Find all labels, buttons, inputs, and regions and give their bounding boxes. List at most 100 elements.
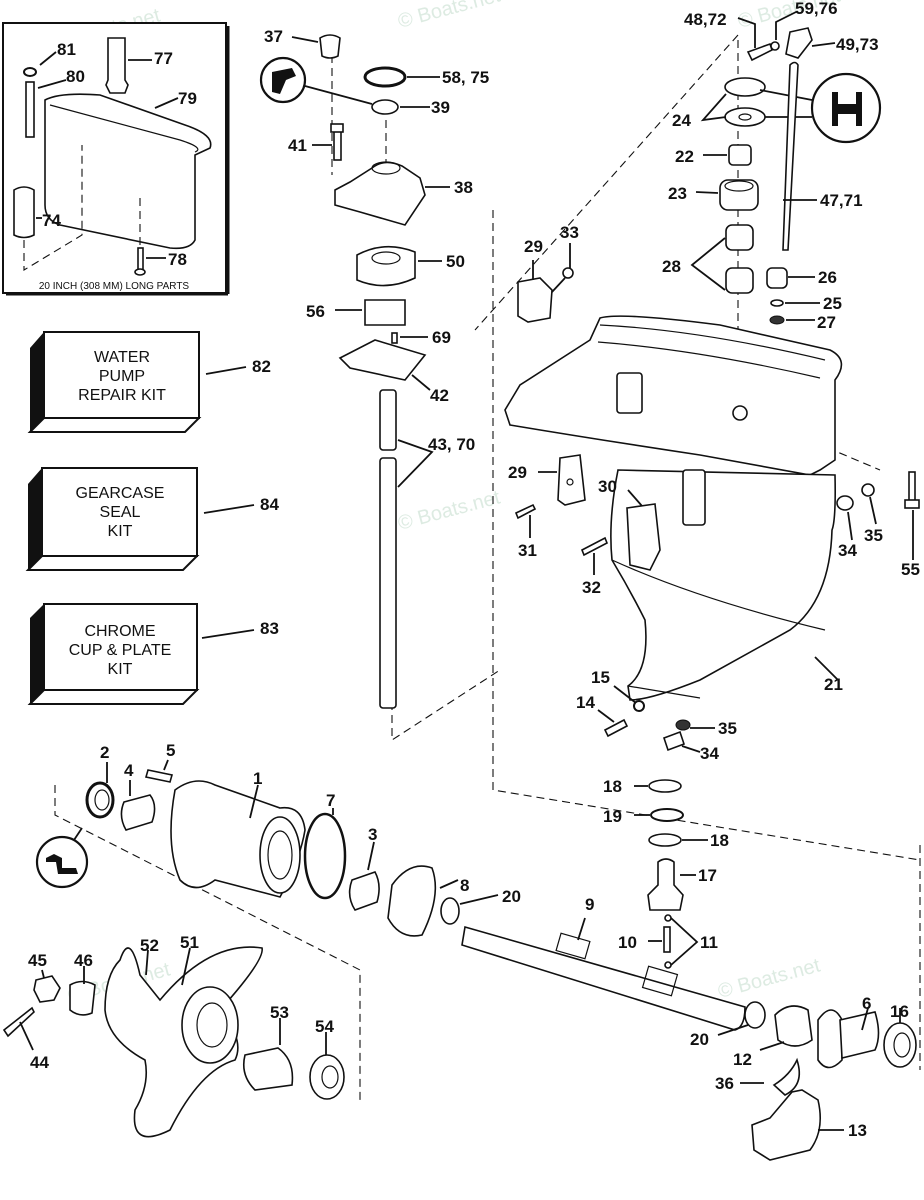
thrust-bearing-part-19 bbox=[650, 808, 684, 822]
trim-tab-part-30 bbox=[626, 503, 661, 571]
callout-17: 17 bbox=[698, 866, 717, 885]
callout-10: 10 bbox=[618, 933, 637, 952]
thrust-bushing-part-53 bbox=[242, 1047, 294, 1091]
lower-unit-assembly: 2 5 4 1 7 3 8 20 9 18 19 18 17 10 11 20 … bbox=[2, 741, 921, 1161]
callout-82: 82 bbox=[252, 357, 271, 376]
callout-20-right: 20 bbox=[690, 1030, 709, 1049]
callout-29-top: 29 bbox=[524, 237, 543, 256]
block-part-49 bbox=[785, 27, 813, 59]
kit-line: KIT bbox=[108, 661, 133, 678]
spring-part-10 bbox=[663, 926, 671, 953]
kit-gearcase-seal: GEARCASE SEAL KIT 84 bbox=[25, 467, 279, 571]
thrust-washer-part-18 bbox=[648, 779, 682, 793]
shifter-part-13 bbox=[751, 1089, 821, 1161]
callout-42: 42 bbox=[430, 386, 449, 405]
callout-35-bottom: 35 bbox=[718, 719, 737, 738]
washer-part-59 bbox=[770, 41, 780, 51]
impeller-cup-part-50 bbox=[356, 245, 416, 287]
callout-9: 9 bbox=[585, 895, 594, 914]
callout-23: 23 bbox=[668, 184, 687, 203]
ball-part-11 bbox=[664, 914, 672, 922]
callout-6: 6 bbox=[862, 994, 871, 1013]
gearcase-assembly: 29 30 31 32 34 35 55 15 14 21 35 34 bbox=[504, 315, 920, 763]
anode-part-29 bbox=[517, 277, 553, 323]
bolt-part-55 bbox=[908, 471, 916, 503]
ball-part-11 bbox=[664, 961, 672, 969]
bearing-part-28 bbox=[725, 267, 754, 294]
callout-37: 37 bbox=[264, 27, 283, 46]
callout-78: 78 bbox=[168, 250, 187, 269]
callout-41: 41 bbox=[288, 136, 307, 155]
plug-part-34 bbox=[662, 730, 686, 752]
callout-14: 14 bbox=[576, 693, 595, 712]
callout-47-71: 47,71 bbox=[820, 191, 863, 210]
prop-nut-part-45 bbox=[33, 975, 61, 1003]
screw-part-48 bbox=[746, 42, 773, 62]
bearing-part-24 bbox=[724, 77, 766, 97]
callout-18-bottom: 18 bbox=[710, 831, 729, 850]
o-ring-part-81 bbox=[23, 67, 37, 77]
bearing-part-4 bbox=[120, 794, 156, 831]
kit-chrome-cup-plate: CHROME CUP & PLATE KIT 83 bbox=[27, 603, 279, 705]
o-ring-part-7 bbox=[303, 812, 347, 900]
o-ring-part-58 bbox=[363, 66, 407, 88]
callout-7: 7 bbox=[326, 791, 335, 810]
screw-part-14 bbox=[603, 718, 629, 738]
callout-59-76: 59,76 bbox=[795, 0, 838, 18]
callout-54: 54 bbox=[315, 1017, 334, 1036]
callout-58-75: 58, 75 bbox=[442, 68, 489, 87]
kit-line: GEARCASE bbox=[76, 485, 165, 502]
callout-13: 13 bbox=[848, 1121, 867, 1140]
grommet-part-26 bbox=[766, 267, 788, 289]
inset-long-parts: 81 80 77 79 74 78 20 INCH (308 MM) LONG … bbox=[2, 22, 230, 296]
water-pump-assembly: 37 58, 75 39 41 38 50 56 69 42 43, 70 bbox=[259, 27, 501, 742]
kit-line: KIT bbox=[108, 523, 133, 540]
callout-36: 36 bbox=[715, 1074, 734, 1093]
cotter-pin-part-44 bbox=[2, 1006, 35, 1038]
callout-15: 15 bbox=[591, 668, 610, 687]
callout-2: 2 bbox=[100, 743, 109, 762]
thrust-hub-part-54 bbox=[309, 1054, 345, 1100]
callout-18-top: 18 bbox=[603, 777, 622, 796]
callout-53: 53 bbox=[270, 1003, 289, 1022]
tube-part-77 bbox=[105, 37, 129, 94]
screw-part-31 bbox=[514, 503, 537, 520]
callout-48-72: 48,72 bbox=[684, 10, 727, 29]
bushing-part-22 bbox=[728, 144, 752, 166]
callout-19: 19 bbox=[603, 807, 622, 826]
callout-27: 27 bbox=[817, 313, 836, 332]
callout-83: 83 bbox=[260, 619, 279, 638]
callout-69: 69 bbox=[432, 328, 451, 347]
callout-16: 16 bbox=[890, 1002, 909, 1021]
cradle-part-36 bbox=[772, 1057, 801, 1096]
pump-housing-part-38 bbox=[334, 161, 426, 226]
callout-12: 12 bbox=[733, 1050, 752, 1069]
washer-part-35 bbox=[675, 719, 691, 731]
callout-39: 39 bbox=[431, 98, 450, 117]
callout-55: 55 bbox=[901, 560, 920, 579]
gearcase-lower-housing-part-21 bbox=[610, 469, 836, 701]
callout-80: 80 bbox=[66, 67, 85, 86]
tube-part-80 bbox=[25, 81, 35, 138]
reverse-gear-part-6 bbox=[817, 1009, 843, 1069]
washer-part-25 bbox=[770, 299, 784, 307]
callout-77: 77 bbox=[154, 49, 173, 68]
callout-4: 4 bbox=[124, 761, 134, 780]
kit-water-pump: WATER PUMP REPAIR KIT 82 bbox=[27, 331, 271, 433]
callout-38: 38 bbox=[454, 178, 473, 197]
callout-11: 11 bbox=[700, 933, 718, 952]
screw-part-32 bbox=[580, 536, 609, 557]
tube-part-74 bbox=[13, 186, 35, 239]
plug-part-34 bbox=[836, 495, 854, 511]
inset-caption: 20 INCH (308 MM) LONG PARTS bbox=[39, 281, 190, 292]
callout-33: 33 bbox=[560, 223, 579, 242]
bearing-part-3 bbox=[348, 871, 380, 911]
screw-part-5 bbox=[144, 769, 174, 783]
kit-line: WATER bbox=[94, 349, 150, 366]
spacer-part-46 bbox=[69, 980, 96, 1016]
watermark: © Boats.net bbox=[716, 954, 823, 1002]
callout-50: 50 bbox=[446, 252, 465, 271]
callout-22: 22 bbox=[675, 147, 694, 166]
washer-part-27 bbox=[769, 315, 785, 325]
upper-right-assembly: 48,72 59,76 49,73 24 22 23 47,71 28 26 2… bbox=[474, 0, 921, 861]
